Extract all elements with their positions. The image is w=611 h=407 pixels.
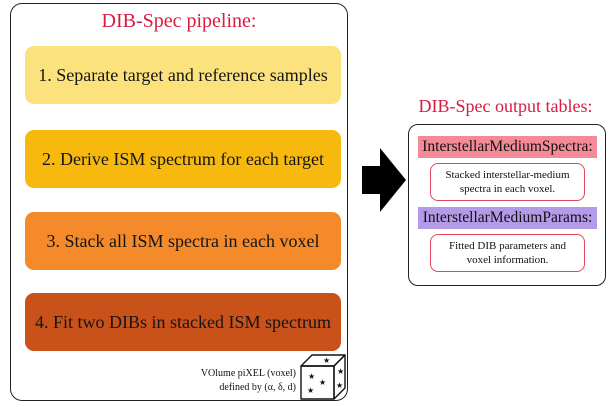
- svg-text:★: ★: [319, 378, 326, 387]
- voxel-caption-line-1: VOlume piXEL (voxel): [200, 368, 296, 379]
- table-description-spectra: Stacked interstellar-medium spectra in e…: [430, 163, 585, 201]
- pipeline-title: DIB-Spec pipeline:: [101, 10, 257, 32]
- pipeline-step-2: 2. Derive ISM spectrum for each target: [25, 130, 341, 188]
- table-header-spectra: InterstellarMediumSpectra:: [418, 136, 597, 158]
- voxel-caption-line-2: defined by (α, δ, d): [219, 382, 296, 393]
- pipeline-step-3: 3. Stack all ISM spectra in each voxel: [25, 212, 341, 270]
- cube-with-stars-icon: ★ ★ ★ ★ ★ ★: [300, 354, 346, 400]
- table-description-params-line-1: Fitted DIB parameters and: [449, 240, 566, 252]
- table-description-params: Fitted DIB parameters and voxel informat…: [430, 234, 585, 272]
- output-panel: [408, 124, 606, 286]
- table-description-spectra-line-2: spectra in each voxel.: [459, 183, 556, 195]
- table-description-params-line-2: voxel information.: [466, 254, 549, 266]
- table-header-params: InterstellarMediumParams:: [418, 207, 597, 229]
- table-description-spectra-line-1: Stacked interstellar-medium: [445, 169, 570, 181]
- voxel-caption: VOlume piXEL (voxel) defined by (α, δ, d…: [198, 367, 296, 395]
- svg-text:★: ★: [323, 356, 330, 365]
- output-title: DIB-Spec output tables:: [418, 96, 593, 116]
- pipeline-panel: DIB-Spec pipeline:: [10, 3, 348, 401]
- svg-text:★: ★: [308, 372, 315, 381]
- svg-text:★: ★: [307, 386, 314, 395]
- pipeline-step-1: 1. Separate target and reference samples: [25, 46, 341, 104]
- svg-text:★: ★: [337, 367, 344, 376]
- right-arrow-icon: [362, 148, 406, 212]
- svg-text:★: ★: [336, 381, 343, 390]
- pipeline-step-4: 4. Fit two DIBs in stacked ISM spectrum: [25, 293, 341, 351]
